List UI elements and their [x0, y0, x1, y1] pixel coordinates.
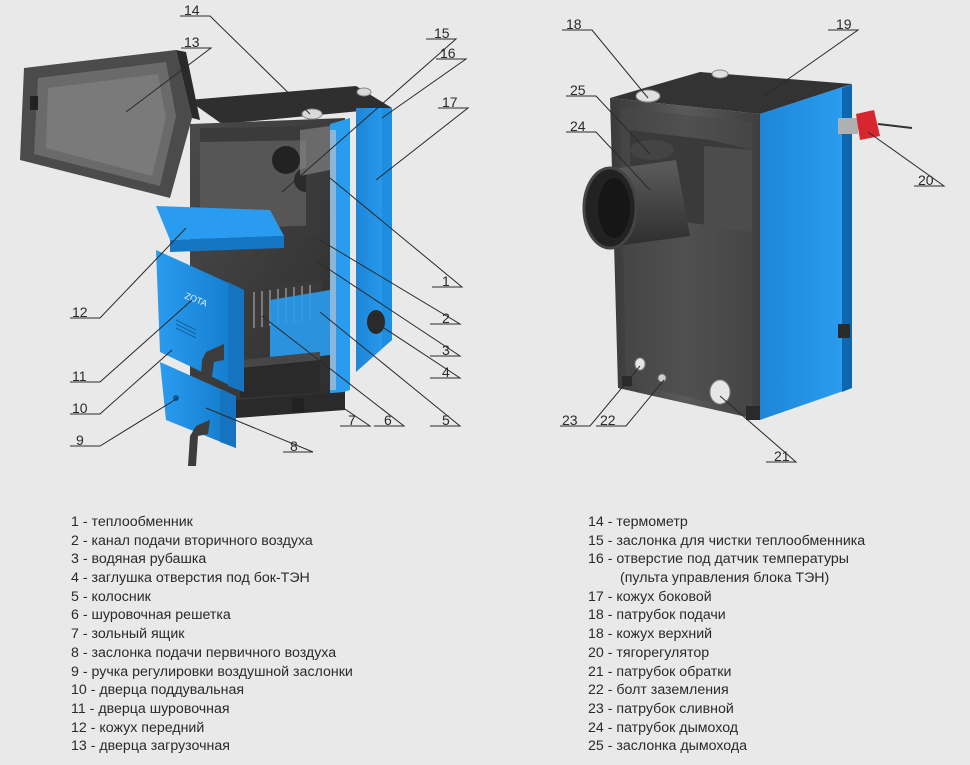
callout-8: 8	[290, 438, 298, 454]
air-damper-knob	[173, 395, 179, 401]
sensor-hole	[356, 87, 372, 97]
callout-20: 20	[918, 172, 934, 188]
callout-1: 1	[442, 273, 450, 289]
front-casing	[156, 206, 284, 240]
ten-plug	[367, 310, 385, 334]
legend-item: 1 - теплообменник	[71, 514, 193, 530]
foot-rear	[746, 406, 760, 420]
callout-21: 21	[774, 448, 790, 464]
top-cover	[188, 86, 392, 124]
legend-item: 14 - термометр	[588, 514, 688, 530]
callout-16: 16	[440, 45, 456, 61]
legend-item: 5 - колосник	[71, 588, 151, 605]
callout-25: 25	[570, 82, 586, 98]
legend-item: 21 - патрубок обратки	[588, 663, 732, 680]
legend-item: 12 - кожух передний	[71, 719, 205, 736]
base	[236, 392, 345, 418]
legend-item: 23 - патрубок сливной	[588, 700, 734, 717]
ash-door-handle	[188, 420, 210, 466]
ash-door	[160, 362, 236, 448]
legend-item-continuation: (пульта управления блока ТЭН)	[620, 570, 830, 587]
supply-pipe	[635, 89, 661, 103]
callout-2: 2	[442, 310, 450, 326]
callout-14: 14	[184, 2, 200, 18]
legend-item: 6 - шуровочная решетка	[71, 607, 231, 624]
callout-13: 13	[184, 34, 200, 50]
callout-11: 11	[72, 368, 87, 384]
thermometer	[301, 108, 323, 120]
callout-15: 15	[434, 25, 450, 41]
legend-item: 15 - заслонка для чистки теплообменника	[588, 532, 866, 549]
side-casing-edge	[382, 108, 392, 348]
jacket-insulation	[330, 130, 336, 390]
drain-pipe	[634, 357, 646, 371]
callout-4: 4	[442, 364, 450, 380]
callout-22: 22	[600, 412, 616, 428]
callout-7: 7	[348, 412, 356, 428]
foot	[292, 398, 304, 412]
legend-item: 8 - заслонка подачи первичного воздуха	[71, 644, 337, 661]
callout-17: 17	[442, 94, 458, 110]
grate-cross-section	[270, 290, 330, 362]
legend-item: 22 - болт заземления	[588, 682, 729, 699]
leader-lines	[70, 15, 946, 463]
side-casing-rear	[760, 84, 852, 420]
return-pipe	[709, 379, 731, 405]
foot-rear-2	[838, 324, 850, 338]
callout-numbers: 14 13 15 16 17 1 2 3 4 5 6 7 8 12 11 10 …	[72, 2, 934, 464]
legend-item: 9 - ручка регулировки воздушной заслонки	[71, 663, 353, 680]
legend-item: 11 - дверца шуровочная	[71, 700, 230, 717]
callout-18: 18	[566, 16, 582, 32]
draft-regulator-rod	[877, 123, 913, 129]
callout-12: 12	[72, 304, 88, 320]
legend-item: 10 - дверца поддувальная	[71, 682, 245, 699]
chimney-damper	[630, 140, 674, 160]
door-hinge	[30, 96, 38, 110]
top-casing	[610, 72, 852, 114]
callout-9: 9	[76, 432, 84, 448]
legend-item: 24 - патрубок дымоход	[588, 719, 739, 736]
legend-item: 18 - кожух верхний	[588, 626, 713, 643]
boiler-front-view: ZOTA	[20, 50, 392, 466]
draft-regulator-body	[838, 118, 858, 134]
legend-item: 13 - дверца загрузочная	[71, 738, 230, 755]
legend-item: 17 - кожух боковой	[588, 588, 712, 605]
top-port	[711, 69, 729, 79]
legend-item: 20 - тягорегулятор	[588, 644, 710, 661]
legend-item: 16 - отверстие под датчик температуры	[588, 551, 849, 568]
legend-item: 3 - водяная рубашка	[71, 551, 207, 568]
heat-exchanger-pipe	[272, 146, 300, 174]
callout-5: 5	[442, 412, 450, 428]
legend-item: 7 - зольный ящик	[71, 626, 185, 643]
callout-19: 19	[836, 16, 852, 32]
draft-regulator	[856, 110, 880, 140]
callout-23: 23	[562, 412, 578, 428]
legend-right: 14 - термометр 15 - заслонка для чистки …	[588, 513, 865, 756]
legend-item: 18 - патрубок подачи	[588, 607, 726, 624]
legend-item: 25 - заслонка дымохода	[588, 738, 748, 755]
boiler-rear-view	[582, 69, 913, 420]
callout-24: 24	[570, 118, 586, 134]
legend-item: 4 - заглушка отверстия под бок-ТЭН	[71, 570, 310, 587]
cleaning-damper	[300, 126, 330, 176]
ground-bolt	[657, 373, 667, 383]
callout-3: 3	[442, 342, 450, 358]
legend-item: 2 - канал подачи вторичного воздуха	[71, 532, 313, 549]
legend-left: 1 - теплообменник 2 - канал подачи втори…	[71, 513, 353, 756]
callout-6: 6	[384, 412, 392, 428]
callout-10: 10	[72, 400, 88, 416]
stoking-door-handle	[200, 344, 224, 392]
